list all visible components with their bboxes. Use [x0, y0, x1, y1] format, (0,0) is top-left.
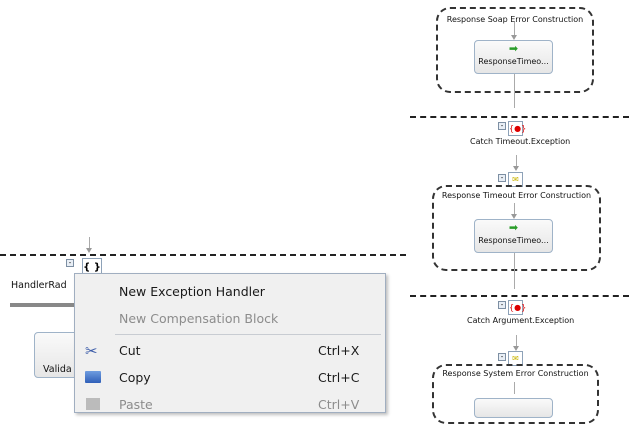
catch-exception-icon[interactable]: {●}: [508, 121, 526, 136]
copy-icon: [85, 371, 101, 383]
shape-label: ResponseTimeo...: [478, 236, 549, 245]
arrow-icon: [513, 346, 519, 351]
catch-divider: [410, 116, 629, 118]
scope-title: Response Timeout Error Construction: [441, 191, 592, 200]
send-shape[interactable]: ➡ ResponseTimeo...: [474, 219, 553, 253]
scope-title: Response Soap Error Construction: [446, 15, 584, 24]
collapse-button[interactable]: -: [66, 259, 74, 267]
scope-bar: [10, 303, 76, 307]
context-menu: New Exception Handler New Compensation B…: [74, 273, 386, 413]
send-shape[interactable]: [474, 398, 553, 418]
handler-label: HandlerRad: [11, 280, 67, 291]
connector: [89, 237, 90, 249]
menu-item-new-compensation-block[interactable]: New Compensation Block: [119, 311, 279, 326]
scissors-icon: ✂: [85, 342, 98, 360]
send-message-icon: ➡: [508, 221, 519, 234]
scope-title: Response System Error Construction: [442, 369, 589, 378]
shortcut-cut: Ctrl+X: [318, 343, 360, 358]
collapse-button[interactable]: -: [498, 301, 506, 309]
arrow-icon: [513, 166, 519, 171]
connector: [514, 22, 515, 36]
menu-item-paste[interactable]: Paste: [119, 397, 153, 412]
menu-separator: [115, 334, 381, 335]
catch-label: Catch Timeout.Exception: [470, 137, 571, 146]
connector: [514, 203, 515, 215]
paste-icon: [86, 398, 100, 410]
connector: [514, 253, 515, 289]
shape-label: ResponseTimeo...: [478, 57, 549, 66]
connector: [514, 382, 515, 394]
construct-message-icon[interactable]: ✉: [508, 172, 523, 187]
menu-item-cut[interactable]: Cut: [119, 343, 141, 358]
collapse-button[interactable]: -: [498, 353, 506, 361]
send-shape[interactable]: ➡ ResponseTimeo...: [474, 40, 553, 74]
menu-item-copy[interactable]: Copy: [119, 370, 151, 385]
arrow-icon: [511, 35, 517, 40]
arrow-icon: [86, 248, 92, 253]
shortcut-copy: Ctrl+C: [318, 370, 360, 385]
scope-soap-error[interactable]: Response Soap Error Construction: [436, 7, 594, 93]
catch-exception-icon[interactable]: {●}: [508, 300, 526, 315]
connector: [514, 74, 515, 108]
connector: [516, 335, 517, 347]
send-message-icon: ➡: [508, 42, 519, 55]
catch-divider: [410, 295, 629, 297]
arrow-icon: [511, 214, 517, 219]
scope-timeout-error[interactable]: Response Timeout Error Construction: [432, 185, 601, 271]
menu-item-new-exception-handler[interactable]: New Exception Handler: [119, 284, 265, 299]
handler-divider: [0, 254, 406, 256]
shortcut-paste: Ctrl+V: [318, 397, 360, 412]
collapse-button[interactable]: -: [498, 122, 506, 130]
connector: [516, 155, 517, 167]
shape-label: Valida: [43, 364, 72, 375]
collapse-button[interactable]: -: [498, 174, 506, 182]
catch-label: Catch Argument.Exception: [467, 316, 575, 325]
